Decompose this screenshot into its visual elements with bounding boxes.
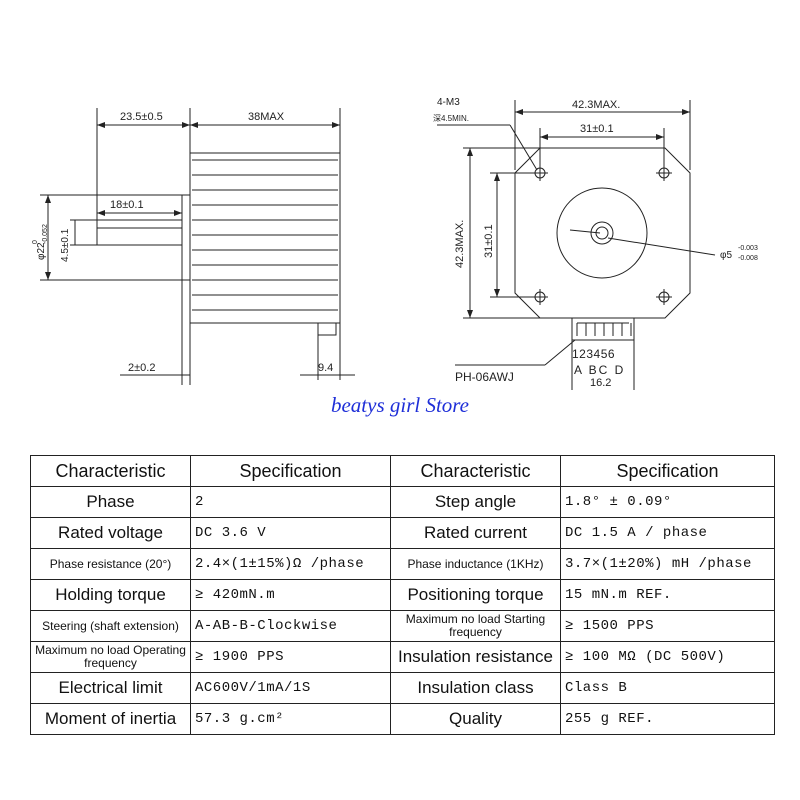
header-specification: Specification [560, 455, 775, 487]
characteristic-cell: Phase [30, 486, 191, 518]
dim-shaft-tol-upper: -0.003 [738, 245, 758, 252]
specification-cell: 3.7×(1±20%) mH /phase [560, 548, 775, 580]
specification-cell: A-AB-B-Clockwise [190, 610, 391, 642]
connector-pin-numbers: 123456 [572, 347, 615, 361]
spec-table: Characteristic Specification Characteris… [30, 455, 775, 735]
specification-cell: ≥ 1900 PPS [190, 641, 391, 673]
dim-shaft-length: 23.5±0.5 [120, 111, 163, 123]
dim-hole-spacing-x: 31±0.1 [580, 123, 614, 135]
dim-boss-diameter: φ22 [36, 242, 47, 260]
characteristic-cell: Maximum no load Operating frequency [30, 641, 191, 673]
table-row: Moment of inertia 57.3 g.cm² Quality 255… [30, 703, 775, 735]
characteristic-cell: Moment of inertia [30, 703, 191, 735]
dim-boss-tol-upper: 0 [32, 240, 39, 244]
table-header-row: Characteristic Specification Characteris… [30, 455, 775, 487]
characteristic-cell: Electrical limit [30, 672, 191, 704]
connector-phase-labels: A BC D [574, 363, 625, 377]
characteristic-cell: Phase inductance (1KHz) [390, 548, 561, 580]
characteristic-cell: Steering (shaft extension) [30, 610, 191, 642]
specification-cell: AC600V/1mA/1S [190, 672, 391, 704]
dim-shaft-tol-lower: -0.008 [738, 255, 758, 262]
specification-cell: 57.3 g.cm² [190, 703, 391, 735]
characteristic-cell: Positioning torque [390, 579, 561, 611]
characteristic-cell: Phase resistance (20°) [30, 548, 191, 580]
motor-dimension-drawing: 23.5±0.5 38MAX 18±0.1 4.5±0.1 φ22 0 -0.0… [32, 97, 758, 390]
dim-front-height: 42.3MAX. [454, 220, 466, 268]
characteristic-cell: Quality [390, 703, 561, 735]
specification-cell: ≥ 420mN.m [190, 579, 391, 611]
header-specification: Specification [190, 455, 391, 487]
specification-cell: ≥ 1500 PPS [560, 610, 775, 642]
specification-cell: 15 mN.m REF. [560, 579, 775, 611]
front-view [437, 100, 716, 390]
characteristic-cell: Holding torque [30, 579, 191, 611]
specification-cell: 2.4×(1±15%)Ω /phase [190, 548, 391, 580]
dim-connector-height: 9.4 [318, 362, 333, 374]
connector-model: PH-06AWJ [455, 370, 514, 384]
table-row: Rated voltage DC 3.6 V Rated current DC … [30, 517, 775, 549]
dim-boss-height: 2±0.2 [128, 362, 155, 374]
dim-body-length: 38MAX [248, 111, 285, 123]
table-row: Maximum no load Operating frequency ≥ 19… [30, 641, 775, 673]
table-row: Electrical limit AC600V/1mA/1S Insulatio… [30, 672, 775, 704]
dim-hole-spacing-y: 31±0.1 [483, 224, 495, 258]
specification-cell: ≥ 100 MΩ (DC 500V) [560, 641, 775, 673]
specification-cell: 2 [190, 486, 391, 518]
store-watermark: beatys girl Store [330, 393, 470, 417]
dim-front-width: 42.3MAX. [572, 99, 620, 111]
side-view [40, 108, 355, 385]
specification-cell: DC 3.6 V [190, 517, 391, 549]
table-row: Phase resistance (20°) 2.4×(1±15%)Ω /pha… [30, 548, 775, 580]
dim-flat-height: 4.5±0.1 [60, 228, 71, 262]
dim-flat-length: 18±0.1 [110, 199, 144, 211]
dim-boss-tol-lower: -0.052 [42, 224, 49, 244]
dim-connector-width: 16.2 [590, 377, 611, 389]
table-row: Steering (shaft extension) A-AB-B-Clockw… [30, 610, 775, 642]
characteristic-cell: Rated current [390, 517, 561, 549]
header-characteristic: Characteristic [390, 455, 561, 487]
specification-cell: 255 g REF. [560, 703, 775, 735]
characteristic-cell: Insulation resistance [390, 641, 561, 673]
specification-cell: DC 1.5 A / phase [560, 517, 775, 549]
hole-callout-thread: 4-M3 [437, 97, 460, 108]
specification-cell: Class B [560, 672, 775, 704]
dim-shaft-diameter: φ5 [720, 250, 732, 261]
characteristic-cell: Maximum no load Starting frequency [390, 610, 561, 642]
characteristic-cell: Step angle [390, 486, 561, 518]
characteristic-cell: Rated voltage [30, 517, 191, 549]
hole-callout-depth: 深4.5MIN. [433, 114, 469, 123]
specification-cell: 1.8° ± 0.09° [560, 486, 775, 518]
characteristic-cell: Insulation class [390, 672, 561, 704]
header-characteristic: Characteristic [30, 455, 191, 487]
table-row: Holding torque ≥ 420mN.m Positioning tor… [30, 579, 775, 611]
table-row: Phase 2 Step angle 1.8° ± 0.09° [30, 486, 775, 518]
